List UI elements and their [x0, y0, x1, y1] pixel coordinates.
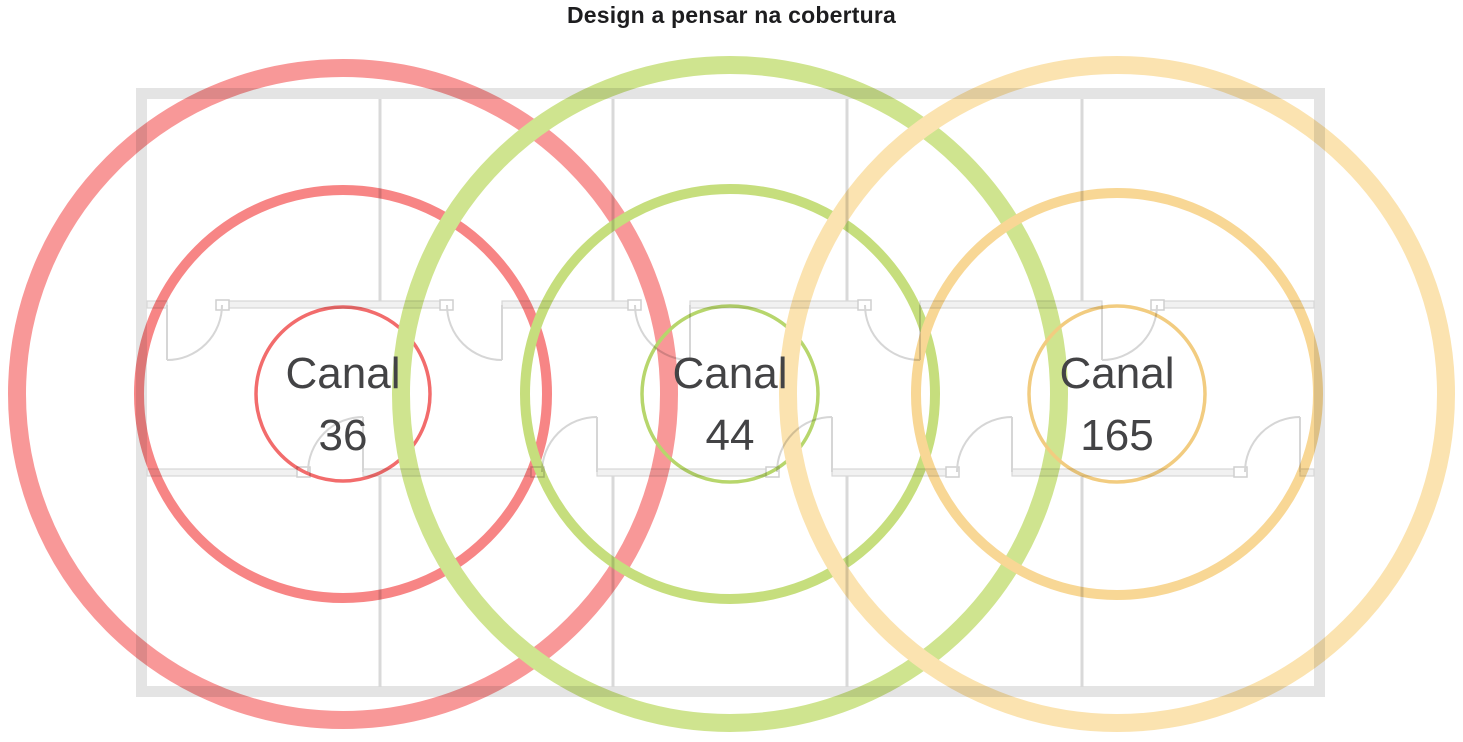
coverage-ring-mid-canal-44 — [520, 184, 940, 604]
coverage-ring-mid-canal-165 — [911, 188, 1323, 600]
channel-word: Canal — [285, 349, 401, 398]
channel-number: 36 — [318, 411, 368, 460]
door-arcs-bottom — [307, 416, 1301, 473]
page-title: Design a pensar na cobertura — [567, 2, 896, 28]
coverage-ring-outer-canal-44 — [392, 56, 1068, 732]
channel-label-165: Canal 165 — [967, 343, 1267, 467]
door-arc — [446, 304, 503, 361]
coverage-ring-inner-canal-165 — [1027, 304, 1207, 484]
door-arc — [956, 416, 1013, 473]
door-arc — [1244, 416, 1301, 473]
door-arc — [541, 416, 598, 473]
channel-label-36: Canal 36 — [193, 343, 493, 467]
channel-label-44: Canal 44 — [580, 343, 880, 467]
channel-number: 44 — [705, 411, 755, 460]
door-arc — [166, 304, 223, 361]
coverage-ring-outer-canal-165 — [779, 56, 1455, 732]
coverage-rings — [8, 56, 1455, 732]
coverage-ring-inner-canal-44 — [640, 304, 820, 484]
room-divider-walls-bottom — [378, 476, 1084, 687]
coverage-ring-outer-canal-36 — [8, 59, 678, 729]
channel-word: Canal — [1059, 349, 1175, 398]
door-arc — [307, 416, 364, 473]
channel-word: Canal — [672, 349, 788, 398]
room-divider-walls-top — [378, 99, 1084, 301]
coverage-ring-inner-canal-36 — [254, 305, 432, 483]
channel-number: 165 — [1080, 411, 1154, 460]
corridor-wall-bottom — [146, 468, 1315, 477]
coverage-ring-mid-canal-36 — [134, 185, 552, 603]
